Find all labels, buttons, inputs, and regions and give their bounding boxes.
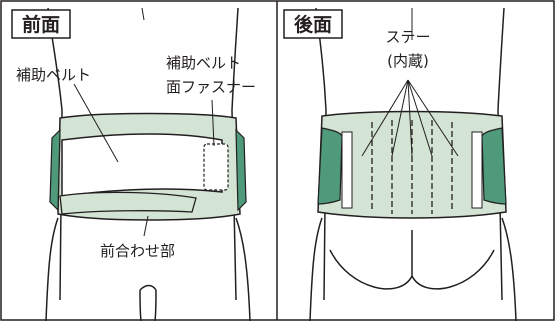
back-right-side-panel [481, 127, 507, 205]
front-hip-right [235, 217, 251, 321]
leader-line-belt [73, 83, 119, 163]
label-auxiliary-belt: 補助ベルト [16, 66, 91, 84]
back-left-side-panel [317, 127, 343, 205]
front-panel: 前面 補助ベルト 補助ベルト 面ファスナー 前合わせ部 [11, 7, 256, 321]
label-front-join: 前合わせ部 [100, 242, 175, 260]
front-title: 前面 [22, 13, 60, 36]
front-hip-left [45, 217, 59, 321]
front-fastener-patch [203, 143, 229, 191]
front-body-right-contour [231, 7, 239, 301]
leader-line-fastener [211, 99, 215, 147]
back-left-strip [341, 131, 353, 209]
label-stays-line2: (内蔵) [387, 52, 429, 70]
label-fastener-line2: 面ファスナー [166, 78, 256, 96]
front-crotch-seam [139, 284, 157, 321]
back-body-right-contour [497, 7, 505, 301]
back-panel: 後面 ステー (内蔵) [283, 7, 517, 321]
leader-stay-2 [391, 79, 409, 157]
leader-line-front-join [143, 215, 149, 237]
leader-stay-5 [407, 79, 459, 157]
front-right-side-panel [235, 128, 247, 212]
front-join-flap [59, 191, 197, 215]
label-fastener-line1: 補助ベルト [166, 54, 241, 72]
label-stays-line1: ステー [385, 28, 430, 46]
back-belt-band [317, 110, 507, 219]
front-title-box [11, 9, 71, 39]
leader-stay-1 [361, 79, 409, 157]
back-hip-left [309, 217, 323, 321]
back-hip-right [501, 217, 517, 321]
back-buttocks [329, 230, 495, 290]
front-center-line [141, 7, 145, 21]
leader-stay-4 [407, 79, 433, 157]
back-right-strip [471, 131, 483, 209]
leader-stay-3 [407, 79, 413, 157]
back-title-box [283, 9, 343, 39]
back-title: 後面 [294, 13, 332, 36]
front-auxiliary-belt [61, 133, 223, 197]
front-left-side-panel [49, 128, 61, 212]
